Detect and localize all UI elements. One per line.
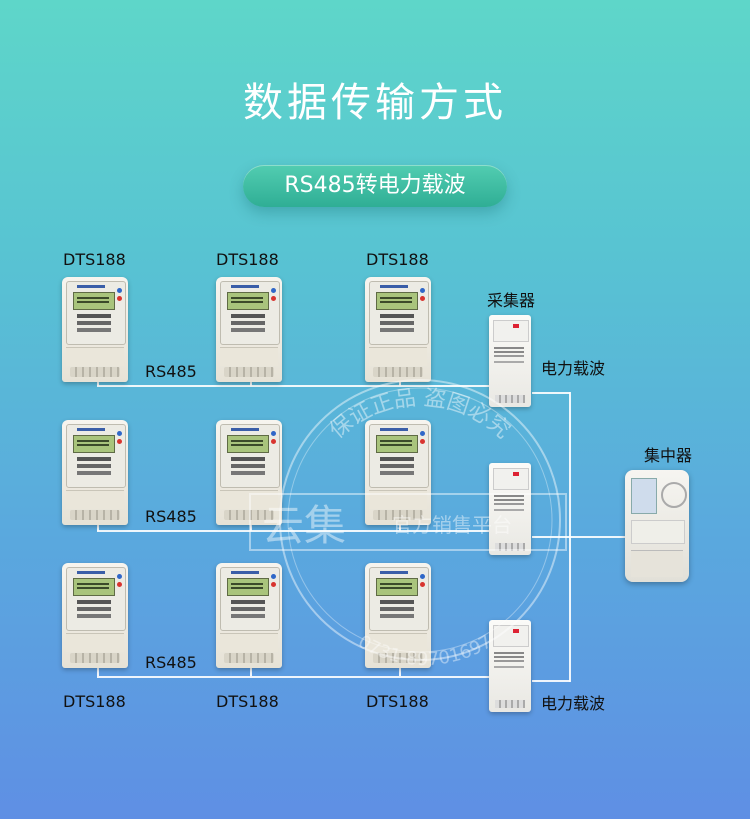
meter-label-top-3: DTS188	[366, 250, 429, 269]
rs485-label-row-3: RS485	[145, 653, 197, 672]
meter-label-bottom-1: DTS188	[63, 692, 126, 711]
meter-device	[62, 277, 128, 382]
rs485-label-row-2: RS485	[145, 507, 197, 526]
rs485-label-row-1: RS485	[145, 362, 197, 381]
carrier-line	[532, 392, 570, 394]
collector-device	[489, 463, 531, 555]
meter-device	[216, 277, 282, 382]
meter-label-bottom-3: DTS188	[366, 692, 429, 711]
meter-device	[62, 563, 128, 668]
drop-line	[97, 660, 99, 676]
collector-label: 采集器	[487, 291, 536, 310]
subtitle-badge: RS485转电力载波	[243, 165, 507, 207]
bus-line-row-2	[97, 530, 490, 532]
collector-device	[489, 620, 531, 712]
meter-device	[62, 420, 128, 525]
meter-label-top-1: DTS188	[63, 250, 126, 269]
bus-line-row-1	[97, 385, 490, 387]
concentrator-device	[625, 470, 689, 582]
meter-device	[365, 277, 431, 382]
concentrator-label: 集中器	[644, 446, 693, 465]
meter-device	[216, 420, 282, 525]
carrier-line	[532, 680, 570, 682]
drop-line	[399, 660, 401, 676]
meter-device	[365, 420, 431, 525]
page-title: 数据传输方式	[243, 80, 507, 126]
carrier-label-bottom: 电力载波	[541, 694, 606, 713]
bus-line-row-3	[97, 676, 490, 678]
carrier-label-top: 电力载波	[541, 359, 606, 378]
carrier-line	[532, 536, 625, 538]
meter-device	[365, 563, 431, 668]
collector-device	[489, 315, 531, 407]
meter-label-bottom-2: DTS188	[216, 692, 279, 711]
meter-device	[216, 563, 282, 668]
meter-label-top-2: DTS188	[216, 250, 279, 269]
drop-line	[250, 660, 252, 676]
carrier-trunk	[569, 392, 571, 682]
